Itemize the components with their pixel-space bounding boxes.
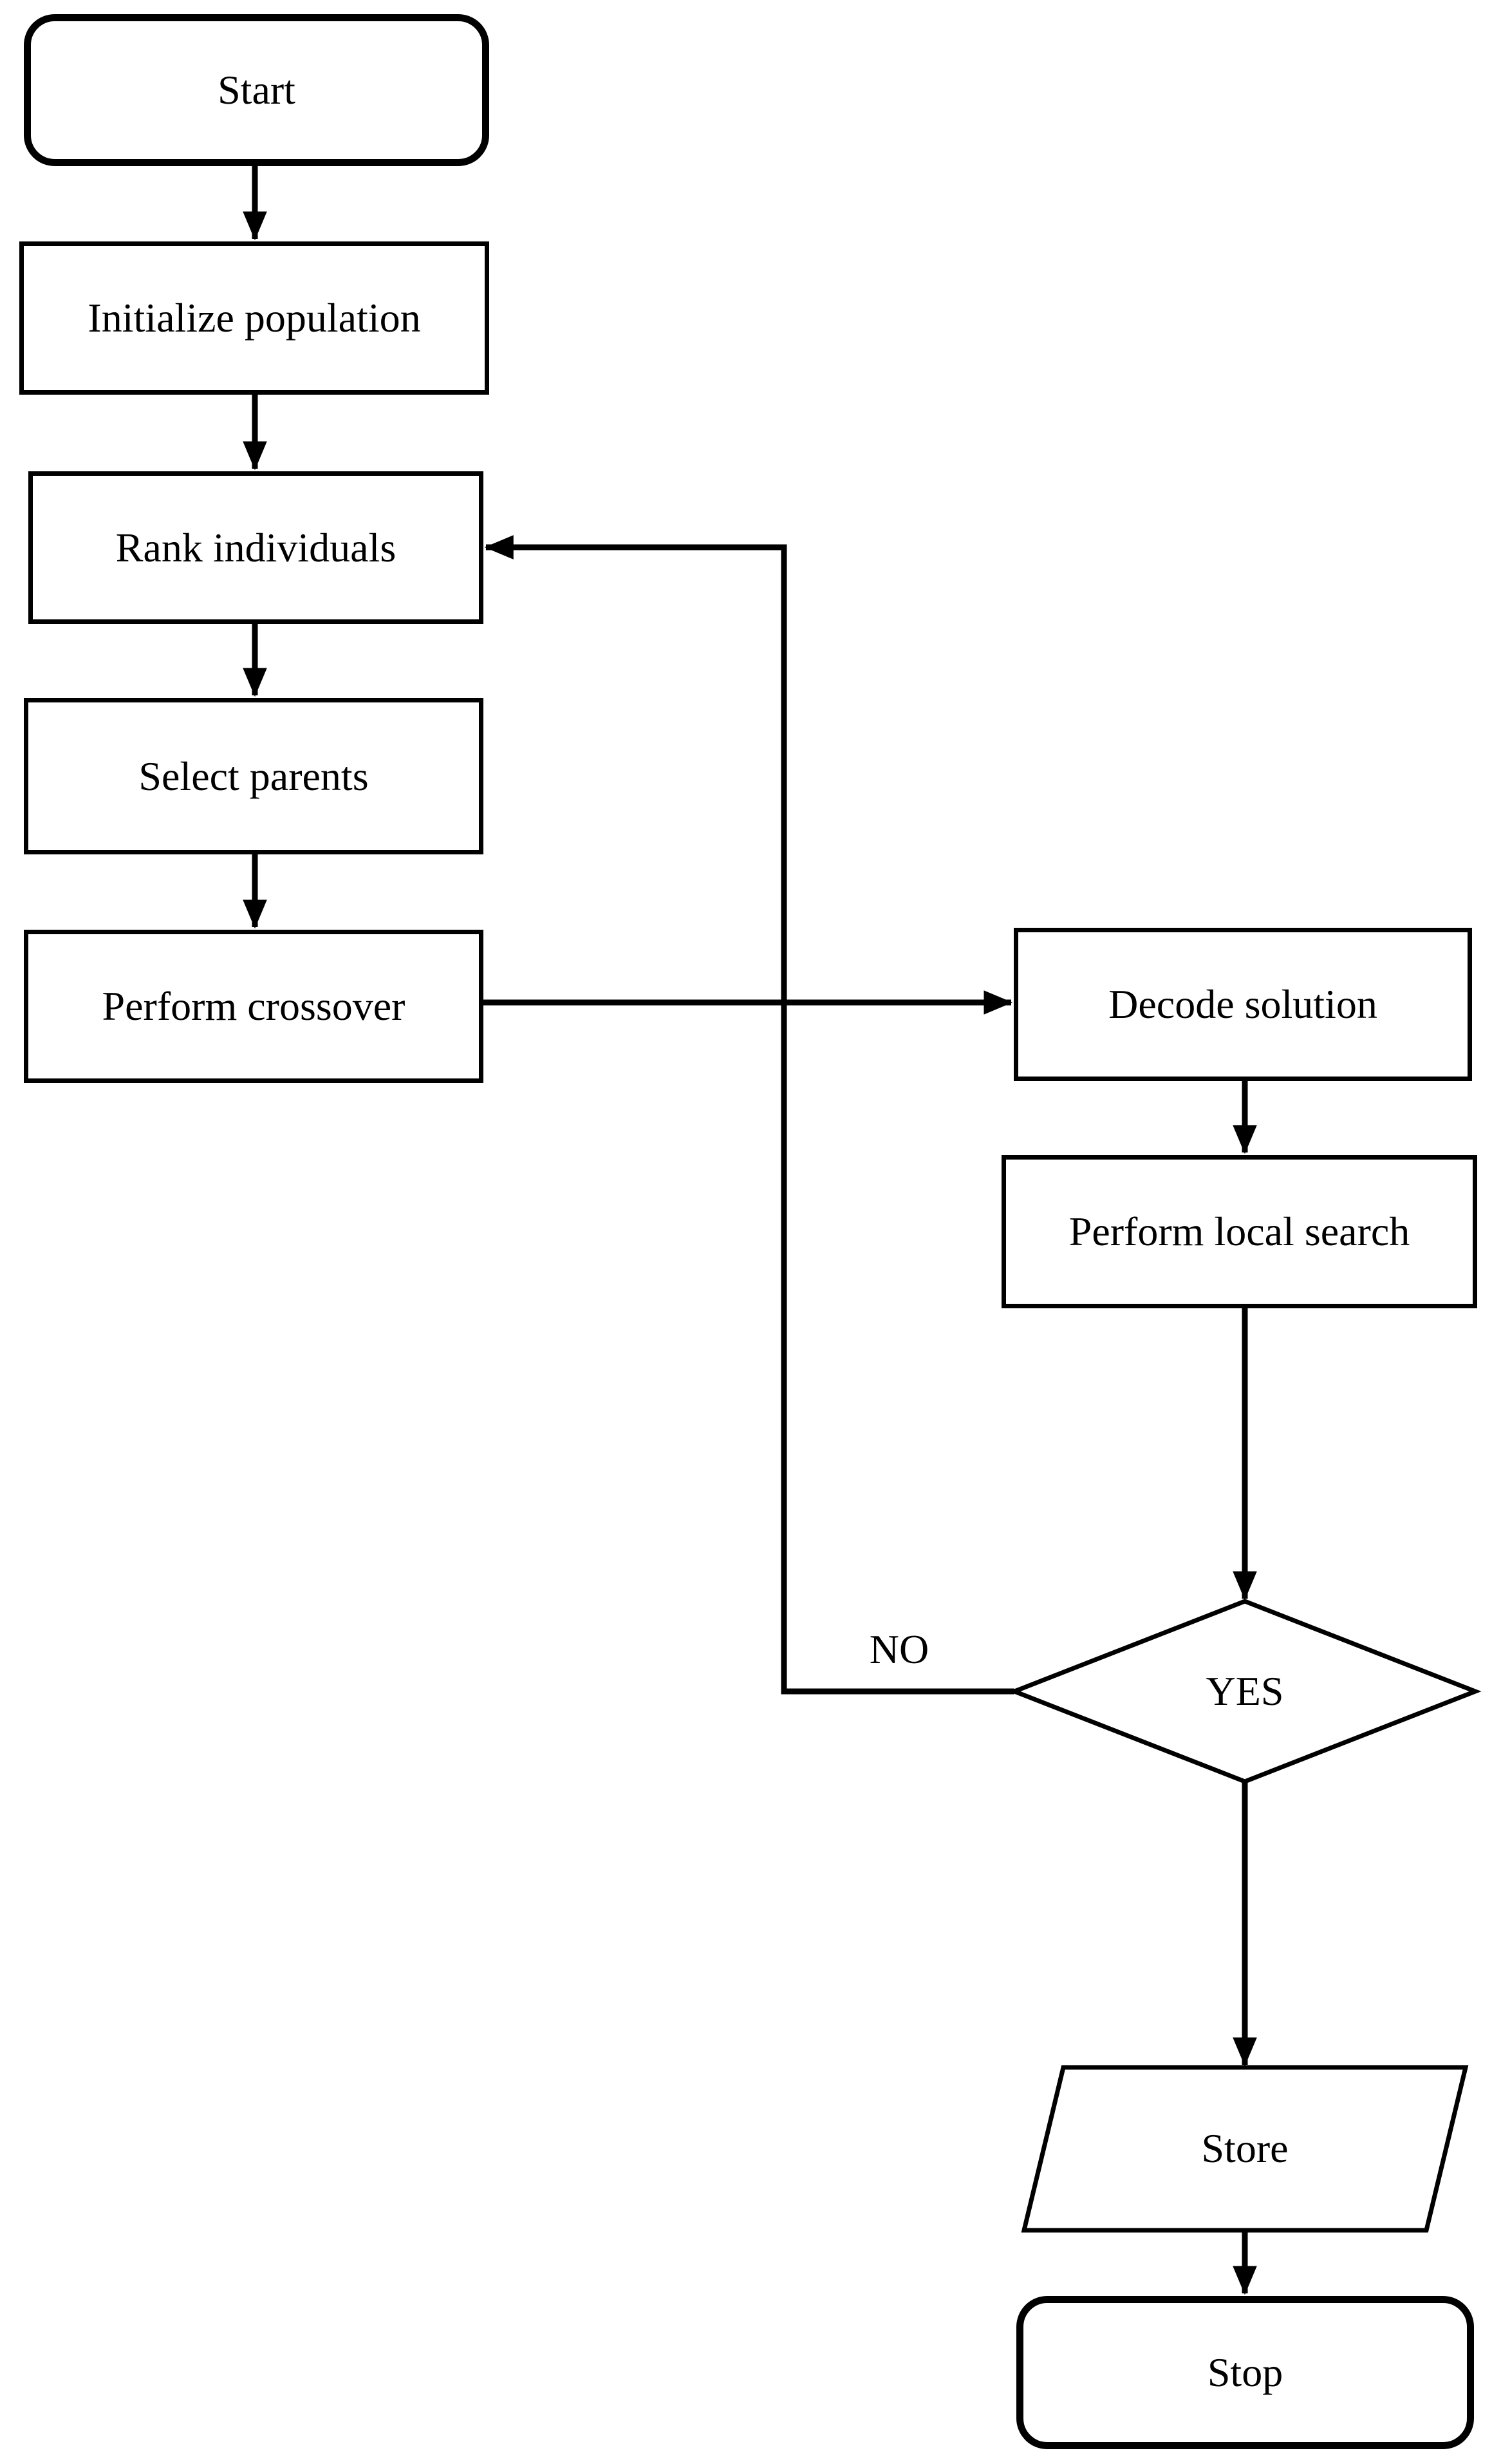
perform-local-search-node: Perform local search xyxy=(1002,1155,1477,1308)
perform-local-search-label: Perform local search xyxy=(1068,1208,1410,1254)
stop-node: Stop xyxy=(1016,2296,1474,2449)
store-label: Store xyxy=(1201,2125,1289,2171)
perform-crossover-label: Perform crossover xyxy=(102,983,406,1029)
select-parents-label: Select parents xyxy=(138,753,369,799)
decode-solution-node: Decode solution xyxy=(1014,928,1472,1081)
start-node-label: Start xyxy=(218,67,295,113)
decode-solution-label: Decode solution xyxy=(1108,981,1377,1027)
store-node-label: Store xyxy=(1201,2128,1288,2169)
store-parallelogram-shape xyxy=(1021,2065,1469,2233)
stop-node-label: Stop xyxy=(1207,2349,1283,2395)
no-label: NO xyxy=(869,1626,929,1672)
rank-individuals-label: Rank individuals xyxy=(115,524,396,570)
initialize-population-node: Initialize population xyxy=(19,241,489,395)
start-node: Start xyxy=(24,14,489,166)
yes-label: YES xyxy=(1206,1668,1284,1714)
select-parents-node: Select parents xyxy=(24,698,483,854)
no-edge-label: NO xyxy=(870,1629,929,1670)
decision-node-label: YES xyxy=(1206,1671,1284,1712)
decision-diamond-shape xyxy=(1008,1599,1482,1784)
initialize-population-label: Initialize population xyxy=(88,295,421,341)
rank-individuals-node: Rank individuals xyxy=(28,471,483,624)
edge-decision-rank-no-loop xyxy=(484,535,1014,1695)
perform-crossover-node: Perform crossover xyxy=(24,930,483,1083)
